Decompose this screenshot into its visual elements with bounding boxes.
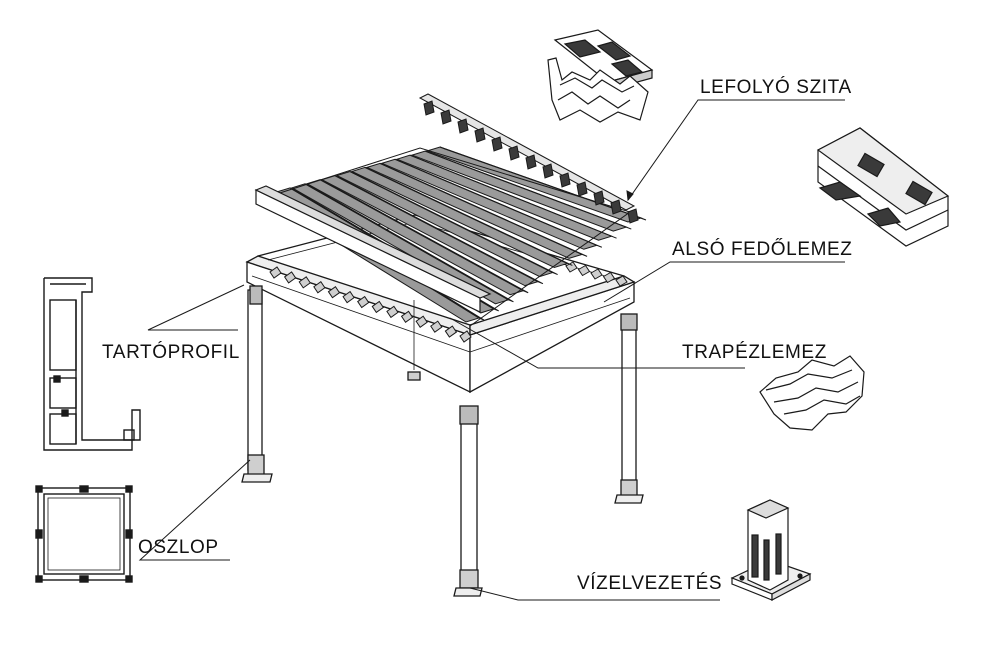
frame-tooth (602, 271, 616, 284)
comb-tooth (610, 199, 622, 215)
also-fedolemez-strip (254, 185, 492, 313)
roof-rib-shadow (439, 146, 647, 221)
leader-lines (138, 99, 845, 601)
comb-tooth (542, 163, 554, 179)
comb-tooth (440, 109, 452, 125)
roof-rib-shadow (379, 162, 588, 257)
frame-tooth (357, 295, 370, 309)
label-trapezlemez: TRAPÉZLEMEZ (682, 342, 827, 363)
detail-oszlop (35, 485, 133, 583)
pergola-posts (241, 285, 644, 597)
comb-tooth (576, 181, 588, 197)
frame-tooth (577, 264, 591, 277)
roof-rib-shadow (364, 166, 573, 266)
frame-teeth (269, 261, 628, 343)
comb-tooth (423, 100, 435, 116)
frame-tooth (386, 305, 399, 319)
frame-tooth (444, 325, 458, 338)
frame-tooth (283, 271, 297, 284)
detail-vizelvezetes (730, 499, 812, 601)
roof-rib-shadow (319, 179, 529, 294)
lefolyo-szita-comb (418, 93, 639, 224)
frame-tooth (615, 275, 628, 287)
frame-tooth (459, 330, 472, 343)
roof-rib-shadow (424, 150, 632, 230)
frame-tooth (400, 310, 414, 324)
roof-rib-shadow (334, 175, 544, 285)
frame-tooth (590, 268, 603, 280)
detail-lefolyo-szita (547, 29, 654, 123)
frame-tooth (342, 290, 355, 304)
comb-tooth (525, 154, 537, 170)
frame-tooth (430, 320, 443, 333)
comb-tooth (491, 136, 503, 152)
comb-tooth (474, 127, 486, 143)
frame-tooth (313, 281, 326, 294)
comb-tooth (593, 190, 605, 206)
frame-tooth (415, 315, 428, 328)
comb-tooth (457, 118, 469, 134)
roof-rib-shadow (409, 154, 617, 239)
frame-tooth (327, 285, 341, 299)
roof-outline (257, 147, 632, 327)
roof-rib-shadow (349, 171, 558, 276)
detail-also-fedolemez (816, 127, 950, 247)
frame-tooth (371, 300, 384, 314)
label-oszlop: OSZLOP (138, 537, 219, 558)
label-lefolyo-szita: LEFOLYÓ SZITA (700, 77, 852, 98)
roof-rib-shadow (394, 158, 603, 248)
detail-trapezlemez (759, 355, 865, 431)
frame-tooth (298, 276, 311, 289)
comb-tooth (627, 208, 639, 224)
label-vizelvezetes: VÍZELVEZETÉS (577, 573, 723, 594)
label-also-fedolemez: ALSÓ FEDŐLEMEZ (672, 239, 853, 260)
detail-tartoprofil (43, 277, 141, 451)
roof-rib-shadow (304, 183, 514, 303)
frame-tooth (269, 266, 282, 279)
comb-tooth (508, 145, 520, 161)
label-tartoprofil: TARTÓPROFIL (102, 342, 240, 363)
comb-bar (418, 93, 636, 211)
comb-tooth (559, 172, 571, 188)
